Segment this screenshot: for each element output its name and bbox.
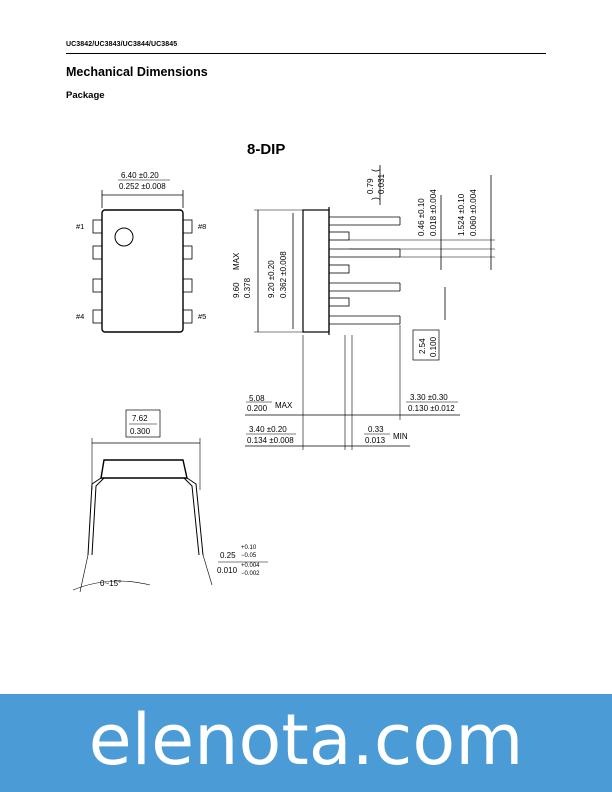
pin-left-2 [92,245,103,260]
standoff-in: 0.013 [365,436,386,445]
watermark-text: elenota.com [88,699,524,781]
angle-label: 0~15° [100,579,121,588]
pin-left-3 [92,278,103,293]
shoulder-in: 0.060 ±0.004 [469,189,478,236]
pin-left-1 [92,219,103,234]
end-view-lead-left [87,477,105,556]
standoff-label: MIN [393,432,408,441]
height-max-in: 0.200 [247,404,268,413]
pin8-label: #8 [198,222,206,231]
body-length-mm: 9.20 ±0.20 [267,260,276,298]
standoff-mm: 0.33 [368,425,384,434]
side-view: 9.60 MAX 0.378 9.20 ±0.20 0.362 ±0.008 0… [232,165,495,450]
lead-length-in: 0.130 ±0.012 [408,404,455,413]
row-spacing-mm: 7.62 [132,414,148,423]
end-view-body [100,459,188,479]
section-title: Mechanical Dimensions [66,65,208,79]
offset-mm: 0.79 [366,178,375,194]
pin-right-5 [182,309,193,324]
end-view-lead-right [183,477,204,556]
height-max-label: MAX [275,401,293,410]
subsection-title: Package [66,90,105,101]
shoulder-mm: 1.524 ±0.10 [457,193,466,236]
thickness-in-minus: −0.002 [241,571,260,577]
pin-left-4 [92,309,103,324]
thickness-mm: 0.25 [220,551,236,560]
pitch-mm: 2.54 [418,338,427,354]
thickness-in: 0.010 [217,566,238,575]
lead-shoulder-2 [328,264,350,274]
angle-arc [72,580,151,591]
thickness-mm-minus: −0.05 [241,553,257,559]
thickness-in-plus: +0.004 [241,563,260,569]
lead-width-mm: 0.46 ±0.10 [417,198,426,236]
offset-paren-close: ) [370,197,380,200]
body-length-in: 0.362 ±0.008 [279,251,288,298]
pin5-label: #5 [198,312,206,321]
lead-shoulder-3 [328,297,350,307]
thickness-mm-plus: +0.10 [241,545,257,551]
length-max-in: 0.378 [243,277,252,298]
watermark-banner [0,694,612,792]
top-view: 6.40 ±0.20 0.252 ±0.008 #1 #8 #4 #5 [76,171,206,333]
lead-length-mm: 3.30 ±0.30 [410,393,448,402]
row-spacing-box [125,409,161,438]
pin1-label: #1 [76,222,84,231]
length-max-mm: 9.60 [232,282,241,298]
top-view-body [101,209,184,333]
pin-right-6 [182,278,193,293]
width-mm-label: 6.40 ±0.20 [121,171,159,180]
width-in-label: 0.252 ±0.008 [119,182,166,191]
lead-width-in: 0.018 ±0.004 [429,189,438,236]
height-max-mm: 5.08 [249,394,265,403]
side-view-leads [328,216,401,325]
header-rule [66,53,546,54]
package-title: 8-DIP [247,141,286,158]
header-part-numbers: UC3842/UC3843/UC3844/UC3845 [66,41,178,48]
pin1-marker [114,227,134,247]
side-view-body [302,209,330,333]
end-view: 7.62 0.300 0~15° 0.25 +0.10 −0.05 0.010 … [72,409,268,593]
body-height-mm: 3.40 ±0.20 [249,425,287,434]
pitch-in: 0.100 [429,336,438,357]
pitch-box [412,329,440,361]
row-spacing-in: 0.300 [130,427,151,436]
length-max-label: MAX [232,252,241,270]
pin-right-8 [182,219,193,234]
pin4-label: #4 [76,312,84,321]
offset-paren-open: ( [370,169,380,172]
lead-shoulder-1 [328,231,350,241]
offset-in: 0.031 [377,173,386,194]
body-height-in: 0.134 ±0.008 [247,436,294,445]
pin-right-7 [182,245,193,260]
